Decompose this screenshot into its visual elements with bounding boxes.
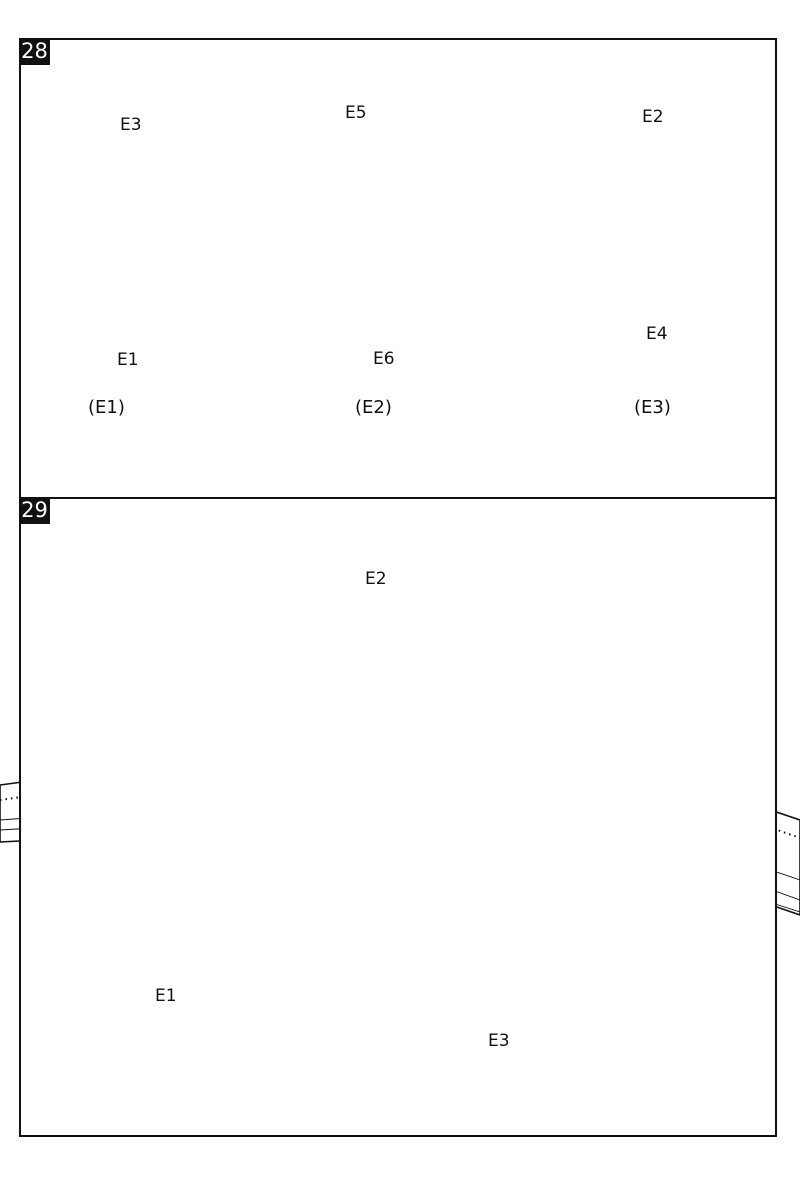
part-label-e4: E4 <box>646 324 668 344</box>
subassembly-label-e1: (E1) <box>88 397 125 418</box>
part-label-stabilizer-e1: E1 <box>155 986 177 1006</box>
part-label-e3: E3 <box>120 115 142 135</box>
part-label-e1: E1 <box>117 350 139 370</box>
step-number-badge: 28 <box>19 38 50 65</box>
part-label-e6: E6 <box>373 349 395 369</box>
step-29-panel: 29 <box>19 497 777 1137</box>
part-label-e2: E2 <box>642 107 664 127</box>
subassembly-label-e2: (E2) <box>355 397 392 418</box>
subassembly-label-e3: (E3) <box>634 397 671 418</box>
part-label-stabilizer-e3: E3 <box>488 1031 510 1051</box>
part-label-e5: E5 <box>345 103 367 123</box>
step-number-badge: 29 <box>19 497 50 524</box>
step-28-panel: 28 <box>19 38 777 499</box>
part-label-vertical-tail-e2: E2 <box>365 569 387 589</box>
